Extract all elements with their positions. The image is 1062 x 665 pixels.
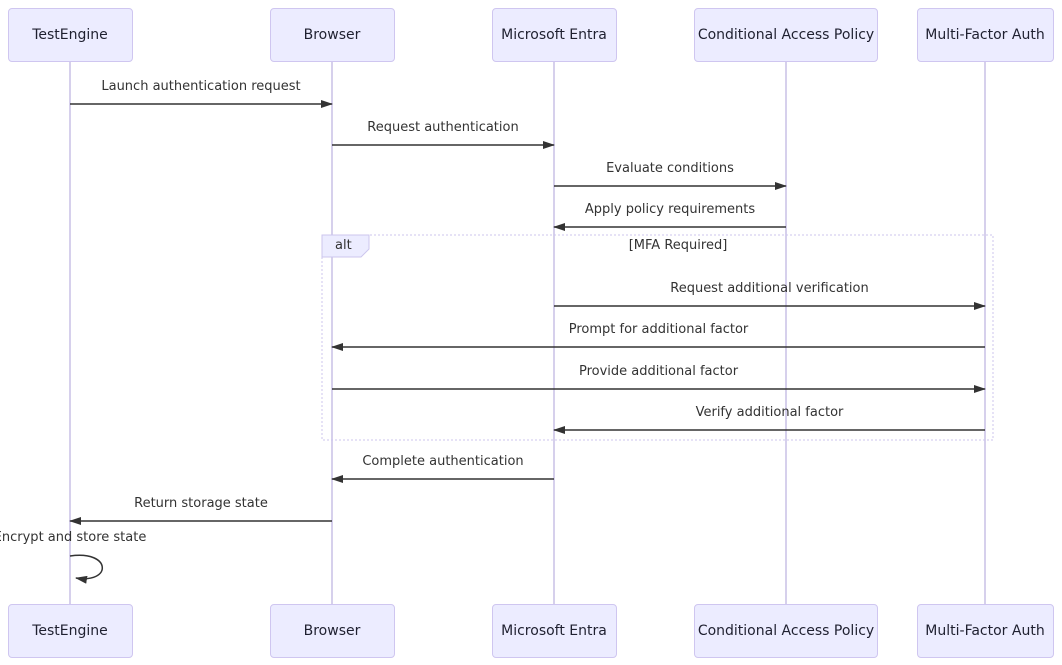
message-label-10: Encrypt and store state: [0, 530, 147, 545]
message-label-1: Request authentication: [367, 120, 519, 135]
message-label-7: Verify additional factor: [695, 405, 844, 420]
participant-top-mfa: Multi-Factor Auth: [916, 8, 1054, 62]
participant-label: Conditional Access Policy: [697, 623, 875, 639]
message-label-5: Prompt for additional factor: [568, 322, 749, 337]
participant-bottom-mfa: Multi-Factor Auth: [916, 604, 1054, 658]
message-label-6: Provide additional factor: [578, 364, 739, 379]
participant-label: Browser: [303, 27, 361, 43]
message-label-8: Complete authentication: [362, 454, 524, 469]
participant-label: Microsoft Entra: [501, 27, 607, 43]
participant-bottom-entra: Microsoft Entra: [491, 604, 617, 658]
participant-top-cap: Conditional Access Policy: [694, 8, 878, 62]
participant-label: TestEngine: [32, 27, 108, 43]
participant-label: Microsoft Entra: [501, 623, 607, 639]
alt-operator-label: alt: [335, 238, 352, 253]
participant-bottom-cap: Conditional Access Policy: [694, 604, 878, 658]
message-label-0: Launch authentication request: [101, 79, 301, 94]
message-label-2: Evaluate conditions: [606, 161, 734, 176]
alt-label-shape: [321, 234, 370, 258]
message-arrow-10: [69, 554, 103, 584]
participant-bottom-testengine: TestEngine: [7, 604, 133, 658]
participant-top-testengine: TestEngine: [7, 8, 133, 62]
alt-frame: [321, 234, 994, 441]
message-label-3: Apply policy requirements: [584, 202, 756, 217]
participant-bottom-browser: Browser: [269, 604, 395, 658]
alt-condition-label: [MFA Required]: [628, 238, 728, 253]
participant-top-browser: Browser: [269, 8, 395, 62]
participant-label: Multi-Factor Auth: [925, 623, 1045, 639]
participant-label: Browser: [303, 623, 361, 639]
participant-top-entra: Microsoft Entra: [491, 8, 617, 62]
participant-label: Multi-Factor Auth: [925, 27, 1045, 43]
message-label-4: Request additional verification: [670, 281, 869, 296]
message-label-9: Return storage state: [134, 496, 268, 511]
participant-label: Conditional Access Policy: [697, 27, 875, 43]
participant-label: TestEngine: [32, 623, 108, 639]
